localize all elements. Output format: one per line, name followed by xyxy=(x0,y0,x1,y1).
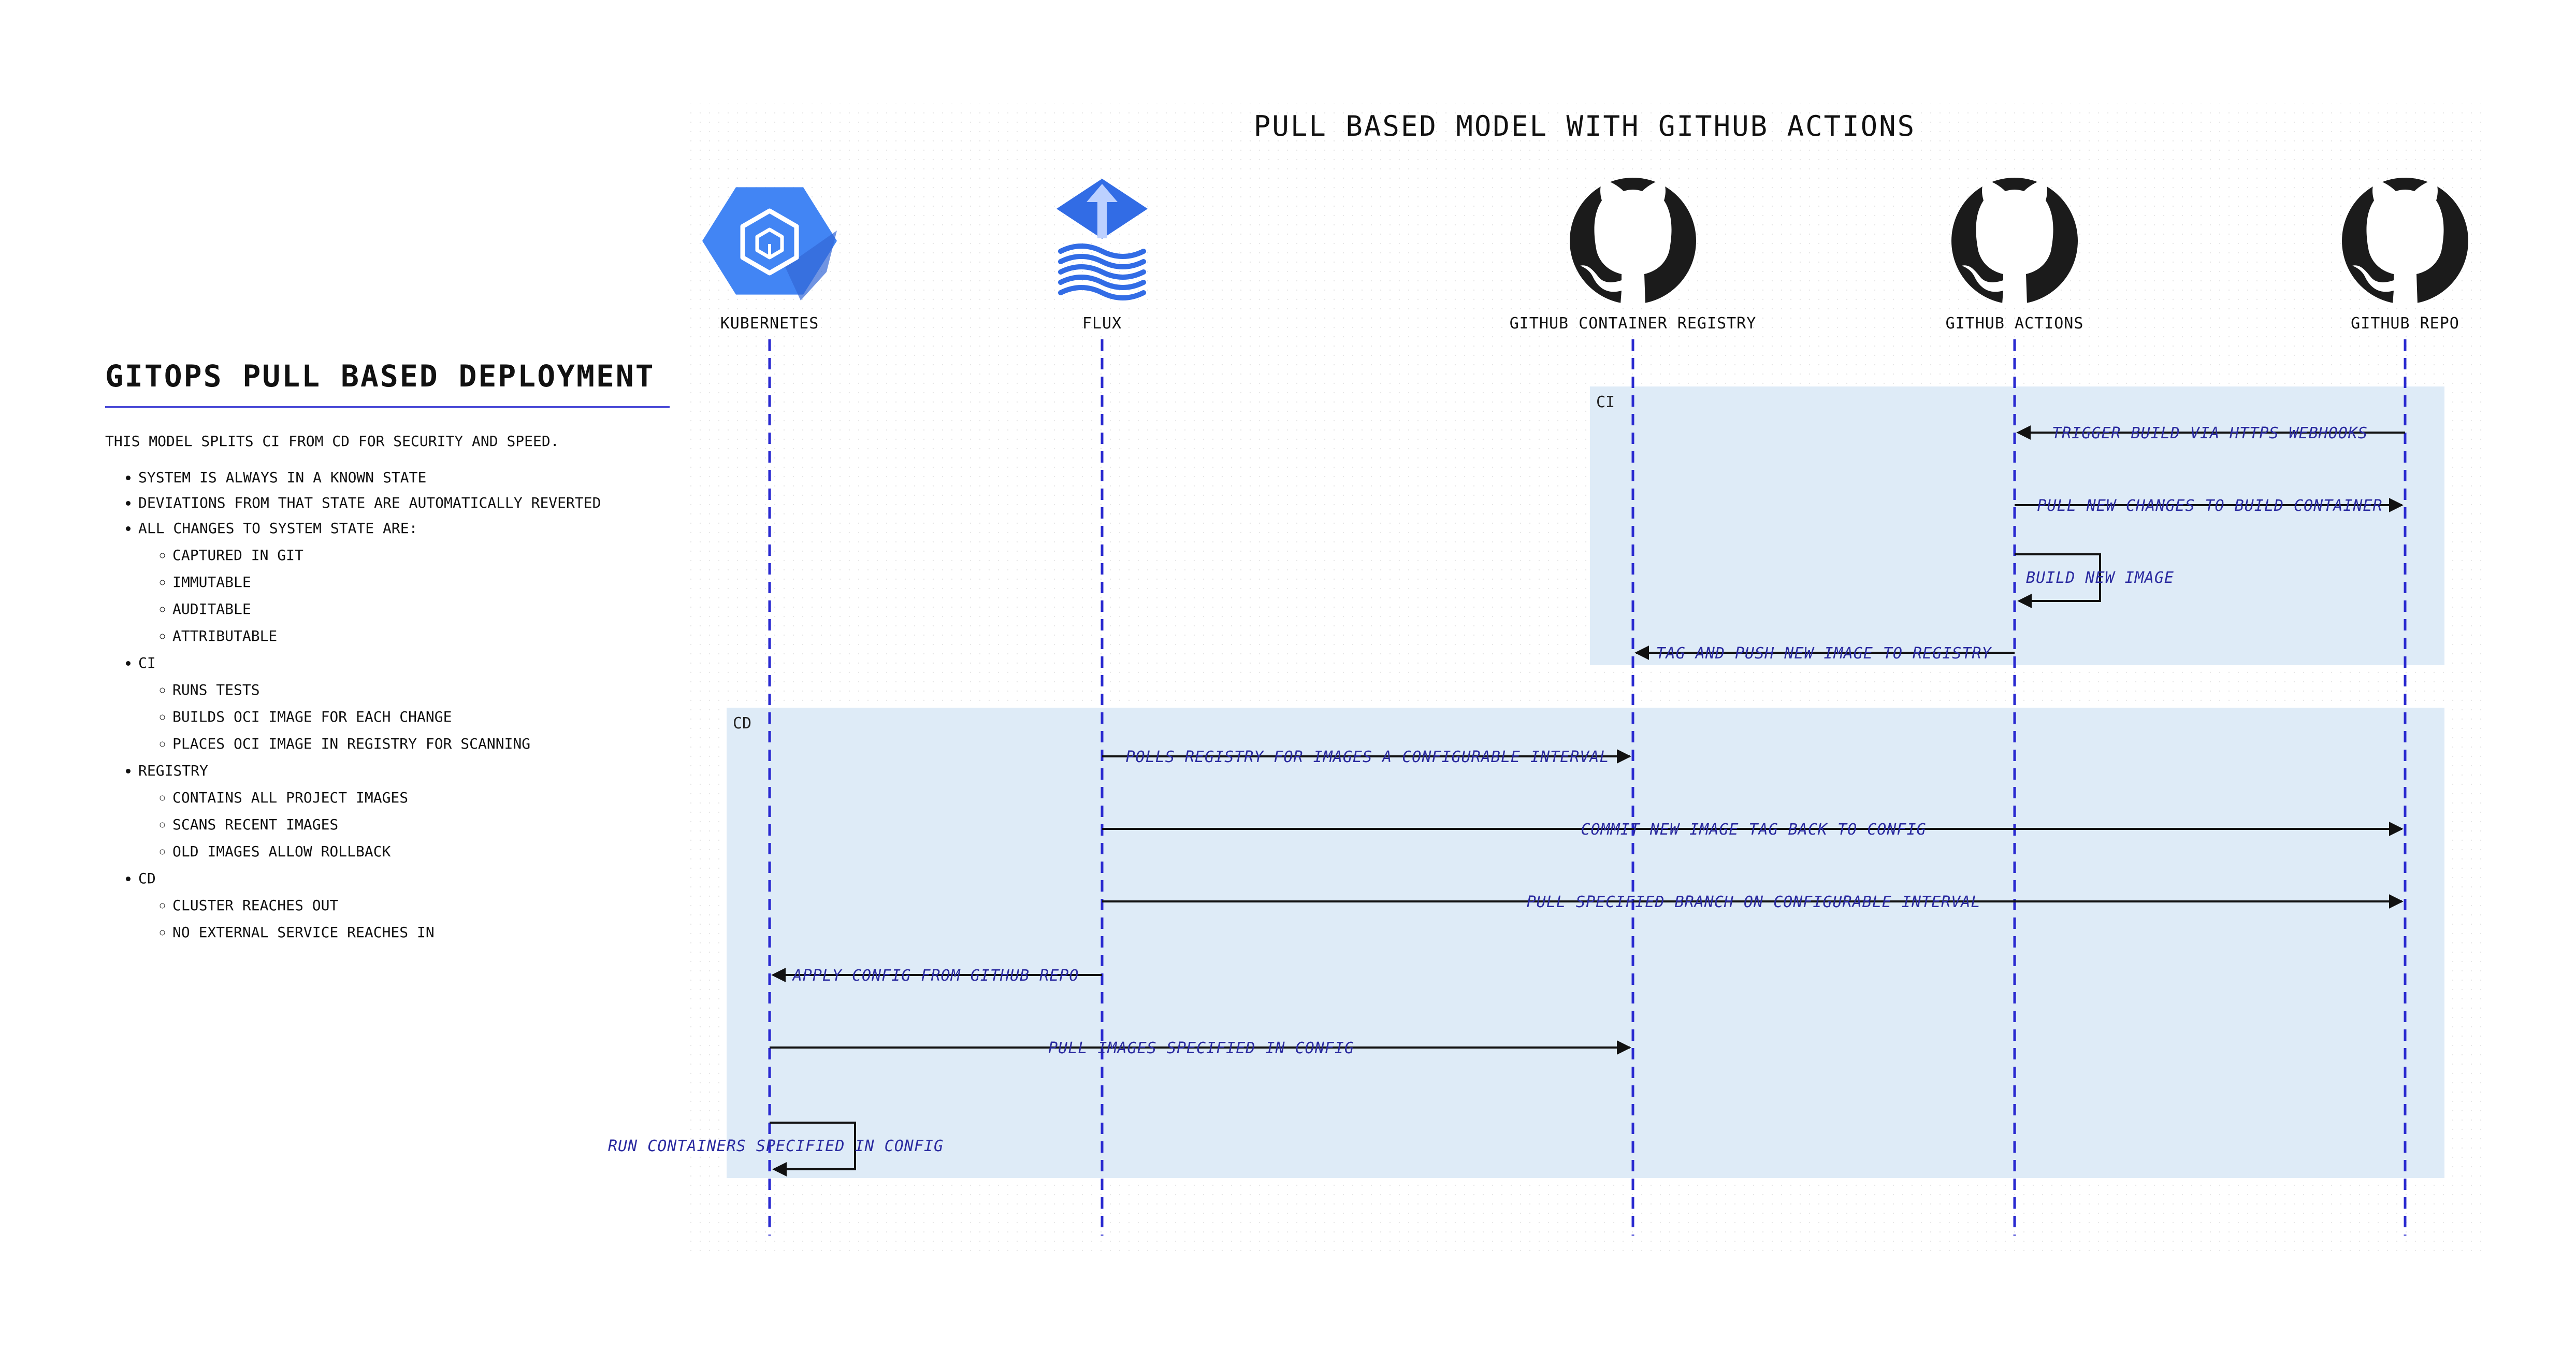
github-icon xyxy=(1570,178,1696,304)
list-item: REGISTRY CONTAINS ALL PROJECT IMAGES SCA… xyxy=(138,757,675,865)
group-label: CD xyxy=(733,714,751,733)
sub-list-item: OLD IMAGES ALLOW ROLLBACK xyxy=(172,838,675,865)
notes-panel: GITOPS PULL BASED DEPLOYMENT THIS MODEL … xyxy=(105,357,675,946)
github-icon xyxy=(1951,178,2078,304)
actor-label-gha: GITHUB ACTIONS xyxy=(1946,314,2084,333)
sub-list-item: CONTAINS ALL PROJECT IMAGES xyxy=(172,784,675,811)
actor-label-ghcr: GITHUB CONTAINER REGISTRY xyxy=(1510,314,1757,333)
list-item: DEVIATIONS FROM THAT STATE ARE AUTOMATIC… xyxy=(138,491,675,515)
group-label: CI xyxy=(1596,393,1615,411)
message: APPLY CONFIG FROM GITHUB REPO xyxy=(771,967,1102,985)
notes-intro: THIS MODEL SPLITS CI FROM CD FOR SECURIT… xyxy=(105,433,559,450)
sub-list-item: CLUSTER REACHES OUT xyxy=(172,892,675,919)
sub-list-item: SCANS RECENT IMAGES xyxy=(172,811,675,838)
kubernetes-icon xyxy=(702,187,837,300)
list-item: CI RUNS TESTS BUILDS OCI IMAGE FOR EACH … xyxy=(138,650,675,757)
message: RUN CONTAINERS SPECIFIED IN CONFIG xyxy=(608,1122,944,1177)
sub-list-item: NO EXTERNAL SERVICE REACHES IN xyxy=(172,919,675,946)
sub-list-item: AUDITABLE xyxy=(172,596,675,623)
message-label: PULL NEW CHANGES TO BUILD CONTAINER xyxy=(2037,497,2382,515)
message-label: POLLS REGISTRY FOR IMAGES A CONFIGURABLE… xyxy=(1125,748,1609,766)
message: PULL IMAGES SPECIFIED IN CONFIG xyxy=(770,1039,1631,1057)
message: POLLS REGISTRY FOR IMAGES A CONFIGURABLE… xyxy=(1102,748,1631,766)
group-box-cd xyxy=(727,708,2444,1178)
actor-label-repo: GITHUB REPO xyxy=(2351,314,2459,333)
list-item: SYSTEM IS ALWAYS IN A KNOWN STATE xyxy=(138,464,675,491)
title-underline xyxy=(105,406,670,408)
github-icon xyxy=(2342,178,2468,304)
list-item: CD CLUSTER REACHES OUT NO EXTERNAL SERVI… xyxy=(138,865,675,946)
message: COMMIT NEW IMAGE TAG BACK TO CONFIG xyxy=(1102,821,2404,839)
message: TAG AND PUSH NEW IMAGE TO REGISTRY xyxy=(1634,644,2015,663)
message-label: COMMIT NEW IMAGE TAG BACK TO CONFIG xyxy=(1581,821,1926,839)
actor-label-flux: FLUX xyxy=(1082,314,1122,333)
message-label: RUN CONTAINERS SPECIFIED IN CONFIG xyxy=(608,1137,944,1155)
sub-list-item: BUILDS OCI IMAGE FOR EACH CHANGE xyxy=(172,704,675,730)
message-arrow xyxy=(2015,553,2101,608)
message-label: TRIGGER BUILD VIA HTTPS WEBHOOKS xyxy=(2052,424,2368,442)
notes-title: GITOPS PULL BASED DEPLOYMENT xyxy=(105,358,655,394)
message: PULL SPECIFIED BRANCH ON CONFIGURABLE IN… xyxy=(1102,893,2404,911)
diagram-title: PULL BASED MODEL WITH GITHUB ACTIONS xyxy=(1254,110,1916,142)
message-arrow xyxy=(770,1122,856,1177)
message: PULL NEW CHANGES TO BUILD CONTAINER xyxy=(2015,497,2404,515)
actor-label-k8s: KUBERNETES xyxy=(720,314,819,333)
flux-icon xyxy=(1057,179,1148,300)
sub-list-item: PLACES OCI IMAGE IN REGISTRY FOR SCANNIN… xyxy=(172,730,675,757)
message-label: PULL IMAGES SPECIFIED IN CONFIG xyxy=(1048,1039,1354,1057)
message: TRIGGER BUILD VIA HTTPS WEBHOOKS xyxy=(2016,424,2405,442)
sub-list-item: IMMUTABLE xyxy=(172,569,675,596)
message-label: TAG AND PUSH NEW IMAGE TO REGISTRY xyxy=(1656,644,1992,663)
sub-list-item: ATTRIBUTABLE xyxy=(172,623,675,650)
message-label: APPLY CONFIG FROM GITHUB REPO xyxy=(792,967,1079,985)
message: BUILD NEW IMAGE xyxy=(2015,553,2174,608)
message-label: BUILD NEW IMAGE xyxy=(2026,569,2174,587)
notes-list: SYSTEM IS ALWAYS IN A KNOWN STATE DEVIAT… xyxy=(105,464,675,946)
list-item: ALL CHANGES TO SYSTEM STATE ARE: CAPTURE… xyxy=(138,515,675,650)
message-label: PULL SPECIFIED BRANCH ON CONFIGURABLE IN… xyxy=(1527,893,1981,911)
sub-list-item: CAPTURED IN GIT xyxy=(172,542,675,569)
sub-list-item: RUNS TESTS xyxy=(172,677,675,704)
